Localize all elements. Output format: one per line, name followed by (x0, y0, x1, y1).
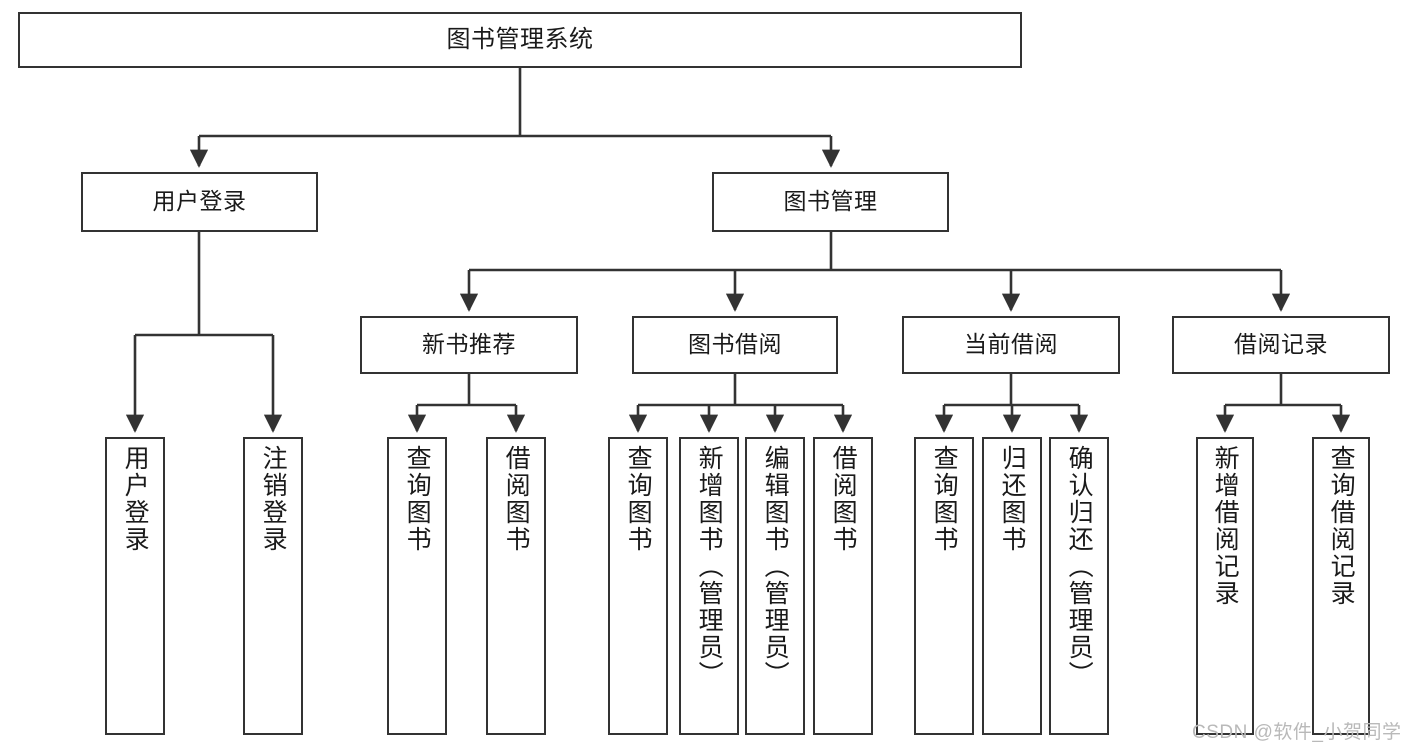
leaf-label: 借阅图书 (502, 445, 531, 553)
leaf-label: 编辑图书（管理员） (761, 445, 790, 688)
leaf-label: 新增图书（管理员） (695, 445, 724, 688)
leaf-return-book[interactable]: 归还图书 (982, 437, 1042, 735)
leaf-add-book-admin[interactable]: 新增图书（管理员） (679, 437, 739, 735)
leaf-logout[interactable]: 注销登录 (243, 437, 303, 735)
leaf-label: 归还图书 (998, 445, 1027, 553)
node-book-borrow[interactable]: 图书借阅 (632, 316, 838, 374)
leaf-borrow-book[interactable]: 借阅图书 (813, 437, 873, 735)
leaf-label: 注销登录 (259, 445, 288, 553)
leaf-user-login[interactable]: 用户登录 (105, 437, 165, 735)
node-current-borrow[interactable]: 当前借阅 (902, 316, 1120, 374)
node-book-management-label: 图书管理 (783, 188, 878, 215)
node-new-book-recommend-label: 新书推荐 (422, 331, 516, 358)
node-borrow-record-label: 借阅记录 (1234, 331, 1328, 358)
node-user-login-label: 用户登录 (152, 188, 247, 215)
node-root-label: 图书管理系统 (446, 25, 594, 53)
leaf-label: 借阅图书 (829, 445, 858, 553)
leaf-label: 查询借阅记录 (1327, 445, 1356, 607)
leaf-add-borrow-record[interactable]: 新增借阅记录 (1196, 437, 1254, 735)
leaf-label: 查询图书 (930, 445, 959, 553)
leaf-query-book-current[interactable]: 查询图书 (914, 437, 974, 735)
leaf-borrow-book-recommend[interactable]: 借阅图书 (486, 437, 546, 735)
node-new-book-recommend[interactable]: 新书推荐 (360, 316, 578, 374)
leaf-label: 查询图书 (624, 445, 653, 553)
leaf-label: 查询图书 (403, 445, 432, 553)
node-book-management[interactable]: 图书管理 (712, 172, 949, 232)
csdn-watermark: CSDN @软件_小贺同学 (1192, 722, 1402, 743)
node-current-borrow-label: 当前借阅 (964, 331, 1058, 358)
leaf-edit-book-admin[interactable]: 编辑图书（管理员） (745, 437, 805, 735)
leaf-query-borrow-record[interactable]: 查询借阅记录 (1312, 437, 1370, 735)
node-borrow-record[interactable]: 借阅记录 (1172, 316, 1390, 374)
leaf-confirm-return-admin[interactable]: 确认归还（管理员） (1049, 437, 1109, 735)
leaf-label: 用户登录 (121, 445, 150, 553)
leaf-label: 新增借阅记录 (1211, 445, 1240, 607)
leaf-label: 确认归还（管理员） (1065, 445, 1094, 688)
leaf-query-book-recommend[interactable]: 查询图书 (387, 437, 447, 735)
node-book-borrow-label: 图书借阅 (688, 331, 782, 358)
node-root[interactable]: 图书管理系统 (18, 12, 1022, 68)
leaf-query-book-borrow[interactable]: 查询图书 (608, 437, 668, 735)
node-user-login[interactable]: 用户登录 (81, 172, 318, 232)
